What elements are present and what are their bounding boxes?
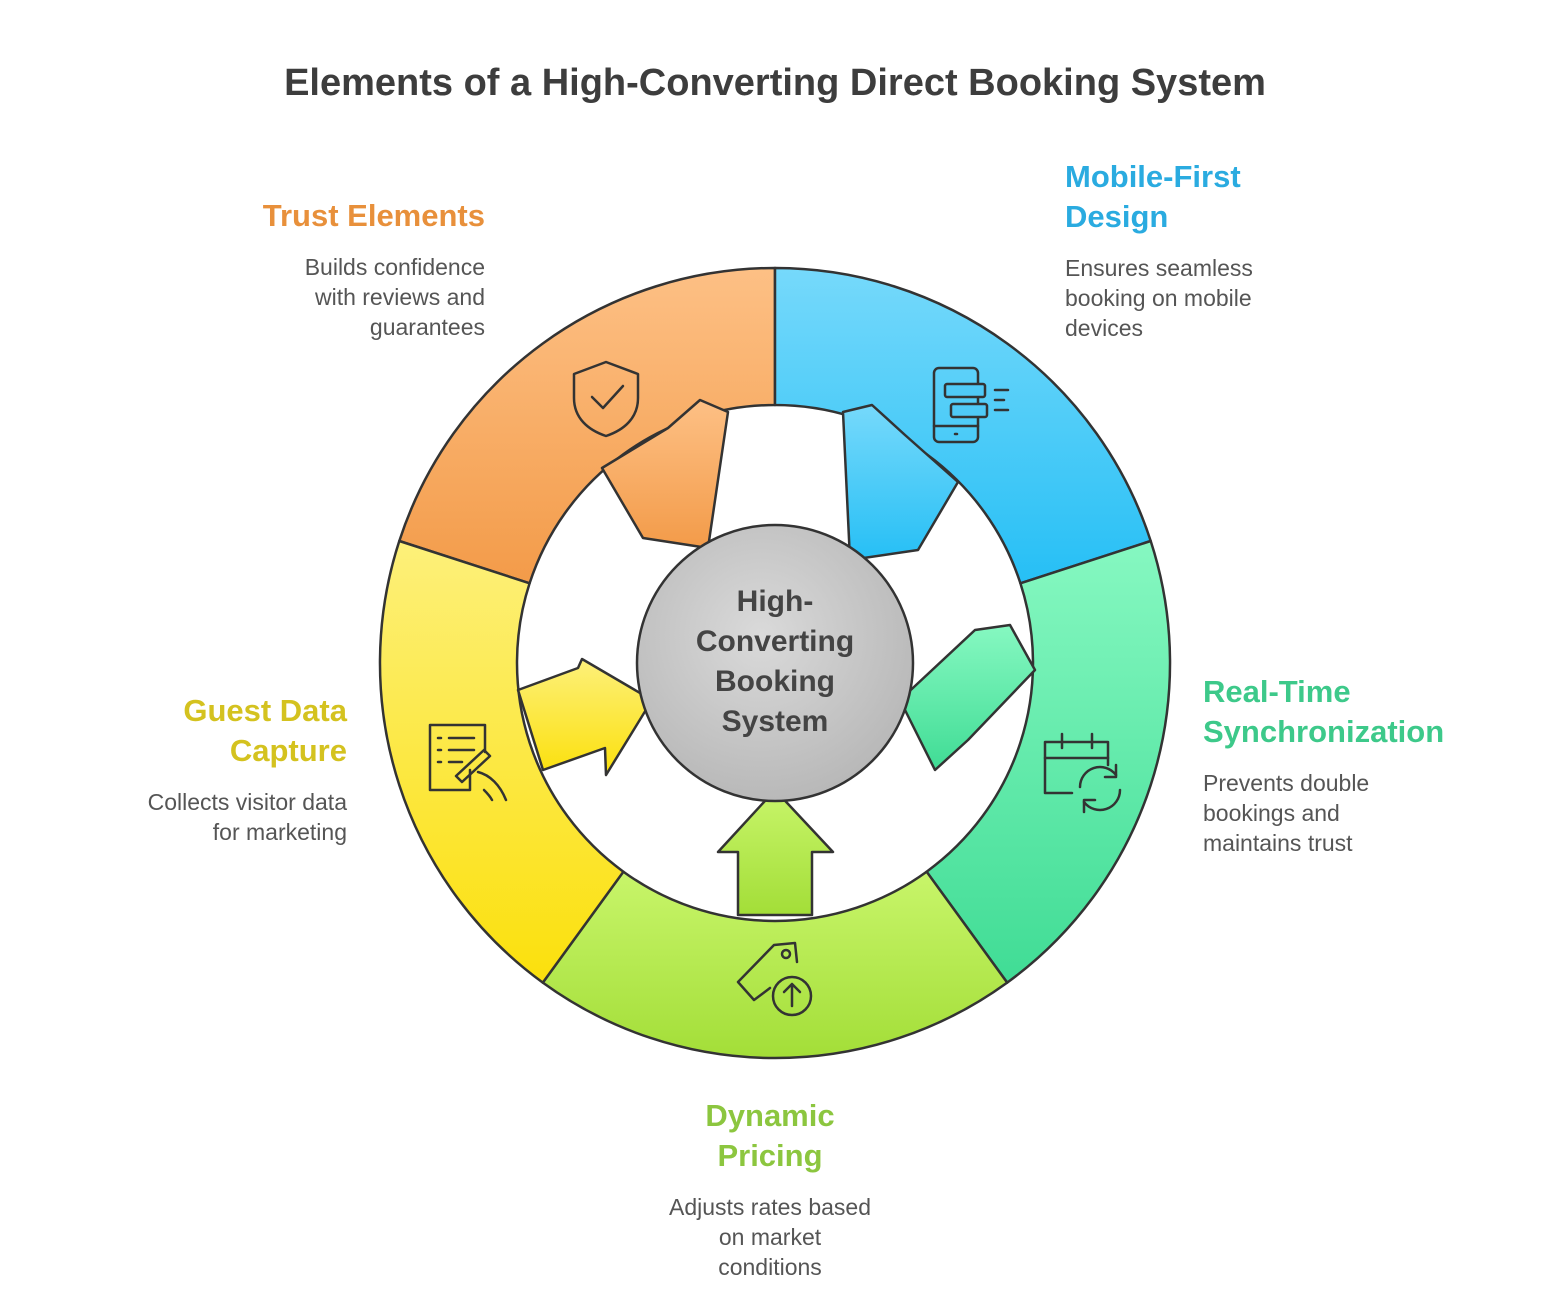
price-tag-up-icon xyxy=(736,941,813,1017)
guest-description: Collects visitor data for marketing xyxy=(147,789,347,845)
page-title: Elements of a High-Converting Direct Boo… xyxy=(284,62,1266,104)
realtime-title: Real-Time Synchronization xyxy=(1203,674,1445,749)
segment-guest xyxy=(378,539,625,984)
segment-pricing xyxy=(541,870,1009,1060)
pricing-description: Adjusts rates based on market conditions xyxy=(668,1194,871,1280)
mobile-description: Ensures seamless booking on mobile devic… xyxy=(1065,255,1253,341)
dynamic-pricing-block: Dynamic Pricing Adjusts rates based on m… xyxy=(560,1096,980,1282)
trust-title: Trust Elements xyxy=(262,198,485,233)
pricing-title: Dynamic Pricing xyxy=(705,1098,835,1173)
mobile-first-block: Mobile-First Design Ensures seamless boo… xyxy=(1065,157,1405,343)
realtime-sync-block: Real-Time Synchronization Prevents doubl… xyxy=(1203,672,1533,858)
guest-title: Guest Data Capture xyxy=(183,693,347,768)
arrow-pricing xyxy=(716,788,835,917)
arrow-realtime xyxy=(898,623,1037,772)
shield-check-icon xyxy=(572,360,640,438)
trust-elements-block: Trust Elements Builds confidence with re… xyxy=(150,196,485,342)
mobile-title: Mobile-First Design xyxy=(1065,159,1241,234)
form-signature-icon xyxy=(428,723,508,802)
segment-realtime xyxy=(925,539,1172,984)
hub-circle xyxy=(635,523,915,803)
hub-label: High- Converting Booking System xyxy=(695,585,855,738)
calendar-sync-icon xyxy=(1043,732,1122,814)
arrow-guest xyxy=(516,657,654,777)
trust-description: Builds confidence with reviews and guara… xyxy=(304,254,485,340)
realtime-description: Prevents double bookings and maintains t… xyxy=(1203,770,1370,856)
mobile-layout-icon xyxy=(932,366,1010,444)
guest-data-block: Guest Data Capture Collects visitor data… xyxy=(40,691,347,847)
